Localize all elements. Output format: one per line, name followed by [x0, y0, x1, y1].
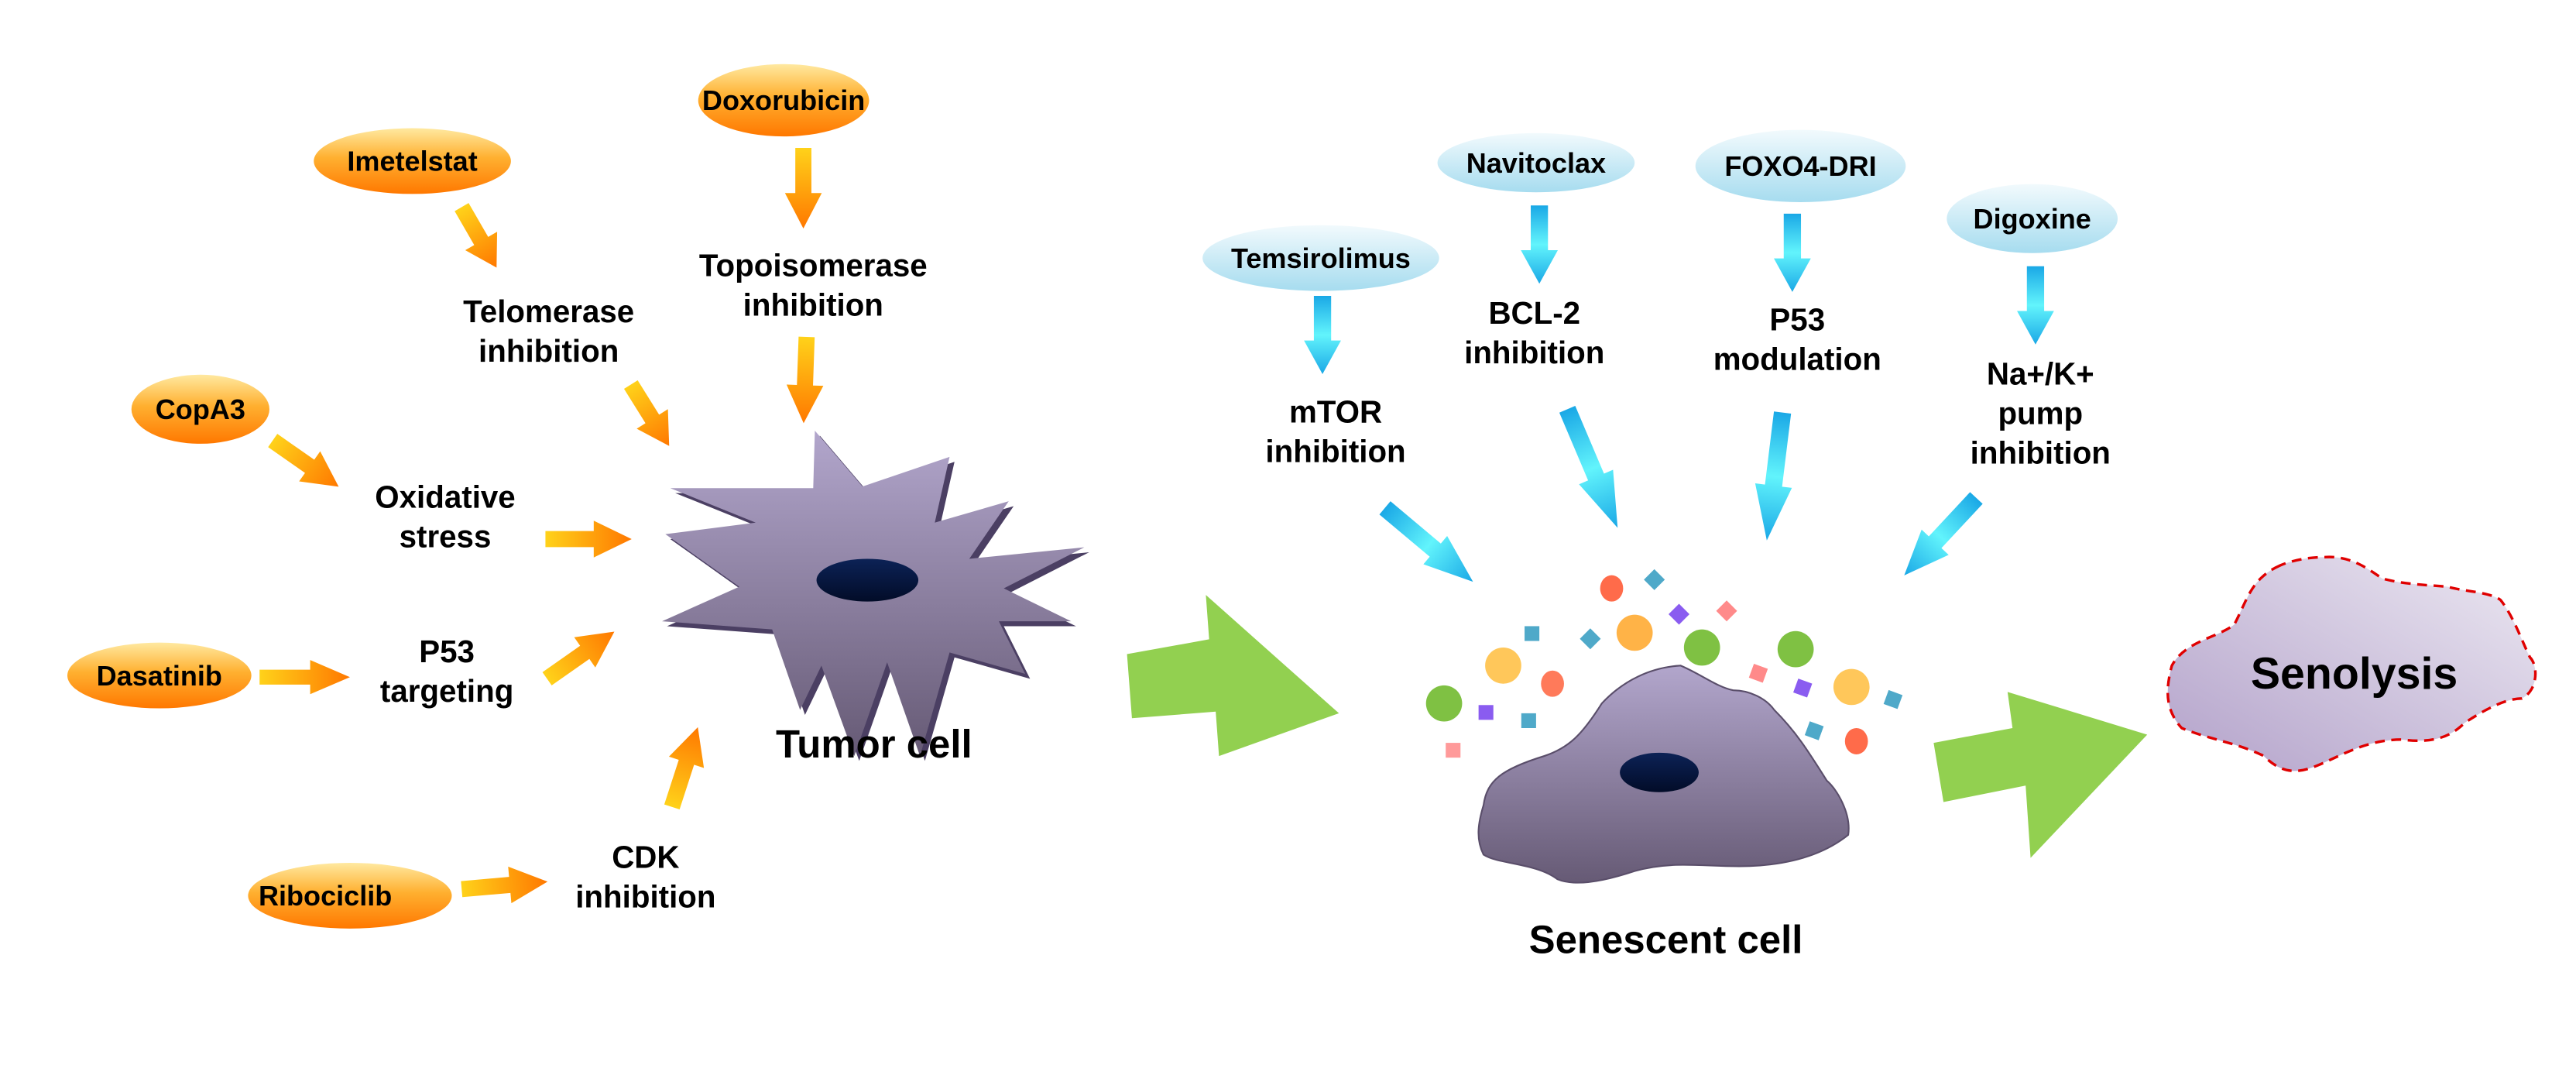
arrow-icon [654, 721, 715, 813]
particle-icon [1521, 713, 1536, 728]
sasp-particles [1425, 569, 1903, 758]
mechanism-line: Na+/K+ [1987, 357, 2094, 392]
green-arrow-icon [1933, 692, 2148, 858]
mechanism-cdk-inhibition: CDK inhibition [575, 840, 715, 914]
tumor-cell: Tumor cell [662, 430, 1089, 766]
arrow-icon [1550, 402, 1635, 535]
arrow-icon [259, 660, 350, 695]
drug-label: Doxorubicin [702, 84, 865, 116]
drug-navitoclax: Navitoclax [1437, 132, 1635, 193]
drug-label: Temsirolimus [1231, 242, 1411, 274]
mechanism-line: P53 [1769, 303, 1825, 338]
green-arrow-icon [1127, 595, 1339, 757]
mechanism-line: stress [400, 520, 492, 555]
tumor-cell-label: Tumor cell [776, 722, 972, 766]
particle-icon [1683, 629, 1720, 666]
drug-dasatinib: Dasatinib [67, 642, 252, 709]
mechanism-p53-targeting: P53 targeting [380, 634, 513, 709]
mechanism-line: mTOR [1289, 394, 1382, 429]
arrow-icon [1521, 205, 1559, 284]
arrow-icon [460, 863, 550, 908]
drug-copa3: CopA3 [131, 374, 269, 444]
particle-icon [1600, 575, 1624, 602]
mechanism-line: Topoisomerase [699, 248, 928, 283]
drug-foxo4-dri: FOXO4-DRI [1695, 129, 1906, 203]
drug-label: FOXO4-DRI [1724, 150, 1876, 182]
senescent-cell: Senescent cell [1477, 665, 1850, 962]
drug-ribociclib: Ribociclib [248, 862, 452, 929]
particle-icon [1748, 663, 1768, 683]
arrow-icon [445, 198, 513, 277]
arrow-icon [1890, 485, 1990, 589]
drug-doxorubicin: Doxorubicin [698, 64, 870, 137]
mechanism-line: inhibition [1971, 435, 2111, 470]
drug-label: Imetelstat [347, 146, 477, 177]
senolysis: Senolysis [2166, 555, 2537, 773]
particle-icon [1716, 600, 1737, 622]
nucleus-icon [1620, 752, 1699, 792]
arrow-icon [1304, 295, 1341, 374]
particle-icon [1844, 727, 1868, 754]
drug-imetelstat: Imetelstat [314, 128, 511, 194]
senolysis-label: Senolysis [2251, 649, 2458, 699]
mechanism-nak-pump-inhibition: Na+/K+ pump inhibition [1971, 357, 2111, 471]
particle-icon [1668, 603, 1689, 625]
mechanism-line: inhibition [478, 334, 619, 369]
mechanism-oxidative-stress: Oxidative stress [375, 480, 515, 555]
mechanism-line: CDK [612, 840, 679, 874]
arrow-icon [545, 520, 632, 558]
mechanism-topoisomerase-inhibition: Topoisomerase inhibition [699, 248, 928, 322]
arrow-icon [536, 617, 626, 694]
arrow-icon [1748, 410, 1801, 543]
particle-icon [1425, 685, 1463, 722]
particle-icon [1793, 679, 1813, 698]
drug-temsirolimus: Temsirolimus [1202, 225, 1439, 291]
mechanism-line: targeting [380, 674, 513, 709]
particle-icon [1525, 626, 1540, 641]
mechanism-line: inhibition [743, 287, 883, 322]
particle-icon [1485, 648, 1521, 684]
mechanism-line: pump [1998, 396, 2083, 431]
arrow-icon [2017, 266, 2054, 345]
particle-icon [1833, 668, 1870, 706]
mechanism-line: Telomerase [463, 294, 634, 329]
nucleus-icon [816, 558, 919, 602]
particle-icon [1616, 614, 1653, 651]
particle-icon [1883, 689, 1903, 709]
mechanism-line: inhibition [575, 879, 715, 914]
mechanism-line: inhibition [1464, 335, 1604, 370]
arrow-icon [262, 425, 350, 502]
particle-icon [1804, 721, 1824, 740]
mechanism-line: Oxidative [375, 480, 515, 515]
drug-label: Digoxine [1974, 203, 2091, 235]
particle-icon [1478, 705, 1494, 720]
mechanism-line: modulation [1713, 342, 1881, 376]
drug-label: CopA3 [156, 393, 245, 425]
particle-icon [1541, 670, 1564, 697]
mechanism-line: BCL-2 [1488, 296, 1580, 331]
drug-label: Ribociclib [259, 880, 392, 912]
senescent-cell-label: Senescent cell [1529, 918, 1803, 962]
mechanism-line: P53 [419, 634, 475, 669]
particle-icon [1446, 743, 1461, 758]
arrow-icon [785, 336, 825, 424]
arrow-icon [784, 147, 822, 228]
particle-icon [1580, 628, 1601, 650]
mechanism-mtor-inhibition: mTOR inhibition [1265, 394, 1405, 469]
mechanism-telomerase-inhibition: Telomerase inhibition [463, 294, 634, 369]
arrow-icon [1774, 213, 1811, 292]
arrow-icon [615, 374, 685, 456]
mechanism-line: inhibition [1265, 434, 1405, 469]
arrow-icon [1373, 493, 1485, 596]
drug-digoxine: Digoxine [1947, 184, 2118, 253]
mechanism-p53-modulation: P53 modulation [1713, 303, 1881, 377]
mechanism-bcl2-inhibition: BCL-2 inhibition [1464, 296, 1604, 370]
drug-label: Navitoclax [1466, 147, 1606, 179]
particle-icon [1644, 569, 1665, 590]
drug-label: Dasatinib [97, 660, 222, 692]
particle-icon [1777, 630, 1814, 668]
